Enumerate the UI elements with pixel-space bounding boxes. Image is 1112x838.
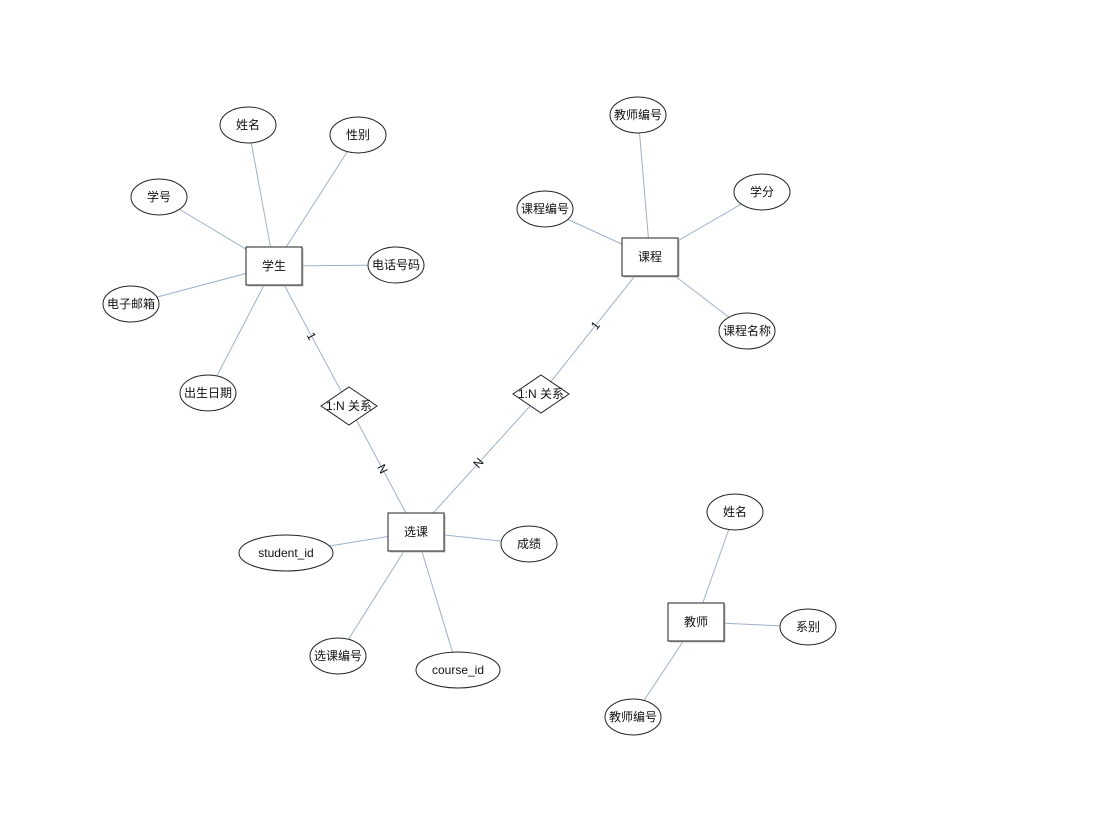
attribute-label: 学号 <box>147 189 171 204</box>
attribute-e_course_id[interactable]: course_id <box>415 651 501 689</box>
attribute-ellipse <box>500 525 558 563</box>
attribute-ellipse <box>609 96 667 134</box>
attribute-t_no[interactable]: 教师编号 <box>604 698 662 736</box>
attribute-e_student_id[interactable]: student_id <box>238 534 334 572</box>
attribute-ellipse <box>779 608 837 646</box>
entity-course[interactable]: 课程 <box>621 237 680 278</box>
attribute-c_no[interactable]: 课程编号 <box>516 190 574 228</box>
attribute-e_no[interactable]: 选课编号 <box>309 637 367 675</box>
edge-student-rel_student_enroll <box>273 265 350 407</box>
attribute-label: 性别 <box>346 128 370 142</box>
attribute-t_dept[interactable]: 系别 <box>779 608 837 646</box>
attribute-e_score[interactable]: 成绩 <box>500 525 558 563</box>
attribute-s_birth[interactable]: 出生日期 <box>179 374 237 412</box>
attribute-s_name[interactable]: 姓名 <box>219 106 277 144</box>
entity-student[interactable]: 学生 <box>245 246 304 287</box>
entity-teacher[interactable]: 教师 <box>667 602 726 643</box>
attribute-label: 电子邮箱 <box>107 296 155 311</box>
attribute-ellipse <box>706 493 764 531</box>
attribute-s_phone[interactable]: 电话号码 <box>367 246 425 284</box>
attribute-ellipse <box>219 106 277 144</box>
attribute-s_no[interactable]: 学号 <box>130 178 188 216</box>
attribute-t_name[interactable]: 姓名 <box>706 493 764 531</box>
attribute-label: course_id <box>432 663 484 677</box>
attribute-label: 成绩 <box>517 537 541 551</box>
relationship-label: 1:N 关系 <box>518 387 564 401</box>
entity-label: 学生 <box>262 258 286 273</box>
attribute-ellipse <box>718 312 776 350</box>
attribute-s_gender[interactable]: 性别 <box>329 116 387 154</box>
attribute-label: 学分 <box>750 184 774 199</box>
attribute-label: student_id <box>258 546 313 560</box>
attribute-label: 系别 <box>796 620 820 634</box>
relationship-diamond <box>512 374 570 414</box>
attribute-ellipse <box>130 178 188 216</box>
edge-enroll-e_no <box>337 531 417 657</box>
entity-box <box>387 512 445 552</box>
attribute-ellipse <box>604 698 662 736</box>
attribute-label: 姓名 <box>236 117 260 132</box>
attribute-label: 出生日期 <box>184 386 232 400</box>
edge-rel_student_enroll-enroll <box>348 405 417 533</box>
attribute-label: 课程名称 <box>723 323 771 338</box>
relationship-rel_student_enroll[interactable]: 1:N 关系 <box>320 386 378 426</box>
attribute-ellipse <box>179 374 237 412</box>
relationship-diamond <box>320 386 378 426</box>
entity-enroll[interactable]: 选课 <box>387 512 446 553</box>
attribute-ellipse <box>733 173 791 211</box>
edge-student-s_name <box>247 124 275 267</box>
attribute-ellipse <box>238 534 334 572</box>
edge-student-s_gender <box>273 134 359 267</box>
edge-course-rel_course_enroll <box>540 256 651 395</box>
edge-rel_course_enroll-enroll <box>415 393 542 533</box>
attribute-c_credit[interactable]: 学分 <box>733 173 791 211</box>
attribute-label: 姓名 <box>723 504 747 519</box>
attribute-ellipse <box>415 651 501 689</box>
entity-label: 教师 <box>684 614 708 629</box>
entity-box <box>667 602 725 642</box>
attribute-label: 电话号码 <box>372 258 420 272</box>
entity-box <box>245 246 303 286</box>
entity-label: 选课 <box>404 525 428 539</box>
relationship-rel_course_enroll[interactable]: 1:N 关系 <box>512 374 570 414</box>
cardinality-label: N <box>374 462 390 476</box>
entity-label: 课程 <box>638 249 662 264</box>
relationship-label: 1:N 关系 <box>326 399 372 413</box>
edge-course-c_teacher_no <box>637 114 651 258</box>
attribute-c_teacher_no[interactable]: 教师编号 <box>609 96 667 134</box>
attribute-label: 课程编号 <box>521 201 569 216</box>
attribute-c_name[interactable]: 课程名称 <box>718 312 776 350</box>
entity-box <box>621 237 679 277</box>
attribute-label: 教师编号 <box>614 107 662 122</box>
edge-enroll-e_course_id <box>415 531 459 671</box>
attribute-ellipse <box>102 285 160 323</box>
attribute-s_email[interactable]: 电子邮箱 <box>102 285 160 323</box>
attribute-label: 选课编号 <box>314 648 362 663</box>
attribute-ellipse <box>309 637 367 675</box>
cardinality-label: 1 <box>304 330 320 343</box>
attribute-ellipse <box>516 190 574 228</box>
edge-student-s_birth <box>207 265 275 394</box>
attribute-ellipse <box>367 246 425 284</box>
cardinality-label: 1 <box>588 318 603 332</box>
attribute-label: 教师编号 <box>609 709 657 724</box>
attribute-ellipse <box>329 116 387 154</box>
